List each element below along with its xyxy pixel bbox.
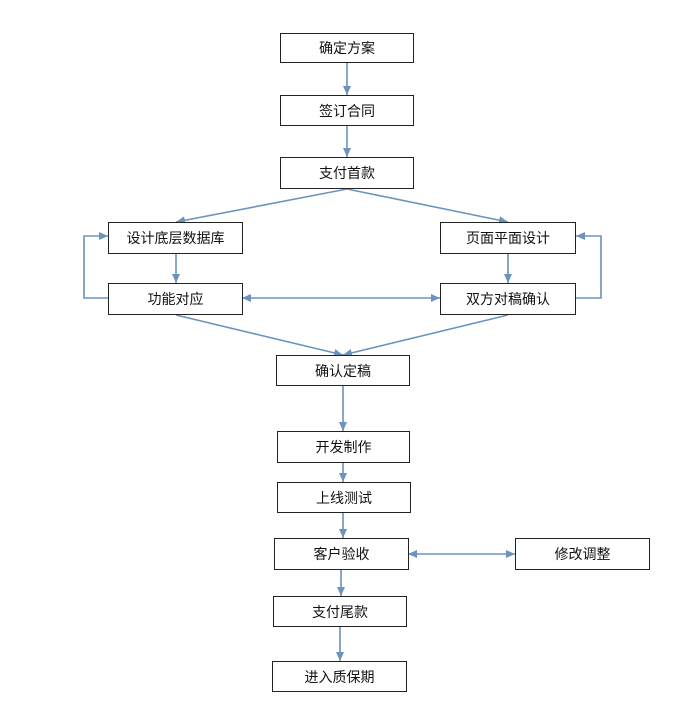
node-acceptance: 客户验收 bbox=[274, 538, 409, 570]
loop-feature-to-database bbox=[83, 232, 108, 299]
node-down-payment: 支付首款 bbox=[280, 157, 414, 189]
node-confirm-draft: 双方对稿确认 bbox=[440, 283, 576, 315]
node-database-design: 设计底层数据库 bbox=[108, 222, 243, 254]
node-go-live: 上线测试 bbox=[277, 482, 411, 513]
node-development: 开发制作 bbox=[277, 431, 410, 463]
node-finalize: 确认定稿 bbox=[276, 355, 410, 386]
arrow-payment-to-database bbox=[175, 188, 348, 225]
node-warranty: 进入质保期 bbox=[272, 661, 407, 692]
node-confirm-plan: 确定方案 bbox=[280, 33, 414, 63]
arrow-payment-to-page bbox=[346, 188, 509, 225]
node-revise: 修改调整 bbox=[515, 538, 650, 570]
arrow-draft-to-finalize bbox=[342, 314, 509, 357]
node-page-design: 页面平面设计 bbox=[440, 222, 576, 254]
loop-draft-to-page bbox=[576, 232, 602, 299]
node-feature-match: 功能对应 bbox=[108, 283, 243, 315]
arrow-feature-to-finalize bbox=[175, 314, 344, 357]
node-final-payment: 支付尾款 bbox=[273, 596, 407, 627]
node-sign-contract: 签订合同 bbox=[280, 95, 414, 126]
